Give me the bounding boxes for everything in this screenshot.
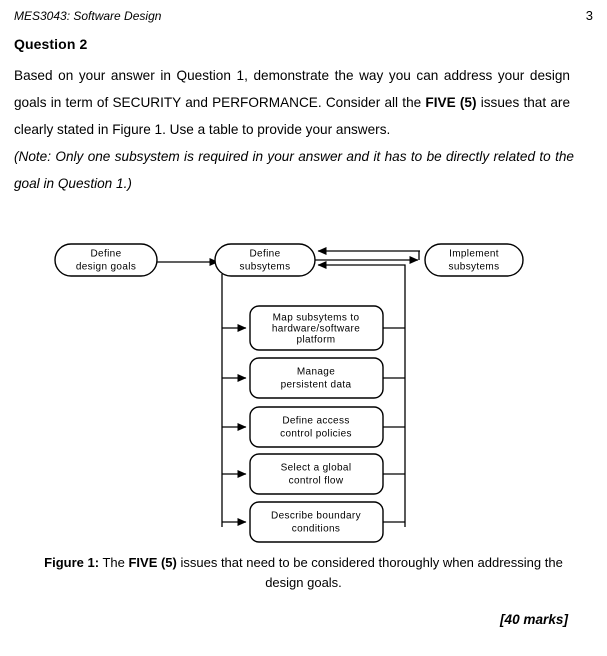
node-define-subsystems-shape xyxy=(214,243,316,277)
node-issue-2-line2: persistent data xyxy=(281,380,352,391)
node-define-design-goals-line1: Define xyxy=(90,249,121,260)
node-define-subsystems: Define subsytems xyxy=(214,243,316,277)
node-issue-1-line3: platform xyxy=(297,335,336,346)
node-issue-2-line1: Manage xyxy=(297,367,335,378)
node-define-design-goals-shape xyxy=(54,243,158,277)
figure-caption-part2: issues that need to be considered thorou… xyxy=(176,555,563,590)
node-issue-3: Define access control policies xyxy=(249,406,384,448)
node-define-design-goals-line2: design goals xyxy=(76,262,136,273)
figure-caption-emphasis: FIVE (5) xyxy=(128,555,177,570)
node-define-subsystems-line2: subsytems xyxy=(240,262,291,273)
arrow-rail-return-to-define xyxy=(317,261,406,527)
node-issue-4: Select a global control flow xyxy=(249,453,384,495)
node-implement-subsystems-line2: subsytems xyxy=(449,262,500,273)
running-head: MES3043: Software Design 3 xyxy=(14,8,593,23)
figure-caption: Figure 1: The FIVE (5) issues that need … xyxy=(40,553,567,593)
node-define-design-goals: Define design goals xyxy=(54,243,158,277)
connector-group xyxy=(157,247,420,527)
node-issue-2: Manage persistent data xyxy=(249,357,384,399)
question-body-part2: issues that are clearly stated in Figure… xyxy=(14,95,571,137)
node-issue-1-shape xyxy=(249,305,384,351)
node-issue-4-line1: Select a global xyxy=(281,463,352,474)
question-body: Based on your answer in Question 1, demo… xyxy=(14,62,570,143)
node-issue-5-line2: conditions xyxy=(292,524,341,535)
node-implement-subsystems-line1: Implement xyxy=(449,249,499,260)
node-issue-1: Map subsytems to hardware/software platf… xyxy=(249,305,384,351)
node-issue-4-line2: control flow xyxy=(289,476,344,487)
node-issue-3-line1: Define access xyxy=(282,416,349,427)
question-body-emphasis: FIVE (5) xyxy=(425,95,477,110)
figure-svg: Define design goals Define subsytems Imp… xyxy=(54,243,524,543)
node-implement-subsystems-shape xyxy=(424,243,524,277)
node-issue-5: Describe boundary conditions xyxy=(249,501,384,543)
course-title: MES3043: Software Design xyxy=(14,9,162,23)
figure-caption-label: Figure 1: xyxy=(44,555,100,570)
node-issue-4-shape xyxy=(249,453,384,495)
node-issue-1-line1: Map subsytems to xyxy=(273,313,360,324)
node-implement-subsystems: Implement subsytems xyxy=(424,243,524,277)
question-body-part1: Based on your answer in Question 1, demo… xyxy=(14,68,570,110)
page-number: 3 xyxy=(585,8,593,23)
marks-allocation: [40 marks] xyxy=(499,612,568,627)
node-issue-5-line1: Describe boundary xyxy=(271,511,361,522)
node-issue-3-shape xyxy=(249,406,384,448)
node-issue-2-shape xyxy=(249,357,384,399)
question-note: (Note: Only one subsystem is required in… xyxy=(14,149,574,191)
node-issue-1-line2: hardware/software xyxy=(272,324,360,335)
figure-diagram: Define design goals Define subsytems Imp… xyxy=(0,232,607,544)
question-heading: Question 2 xyxy=(14,36,88,52)
node-issue-5-shape xyxy=(249,501,384,543)
node-issue-3-line2: control policies xyxy=(280,429,352,440)
figure-caption-part1: The xyxy=(99,555,129,570)
node-define-subsystems-line1: Define xyxy=(249,249,280,260)
